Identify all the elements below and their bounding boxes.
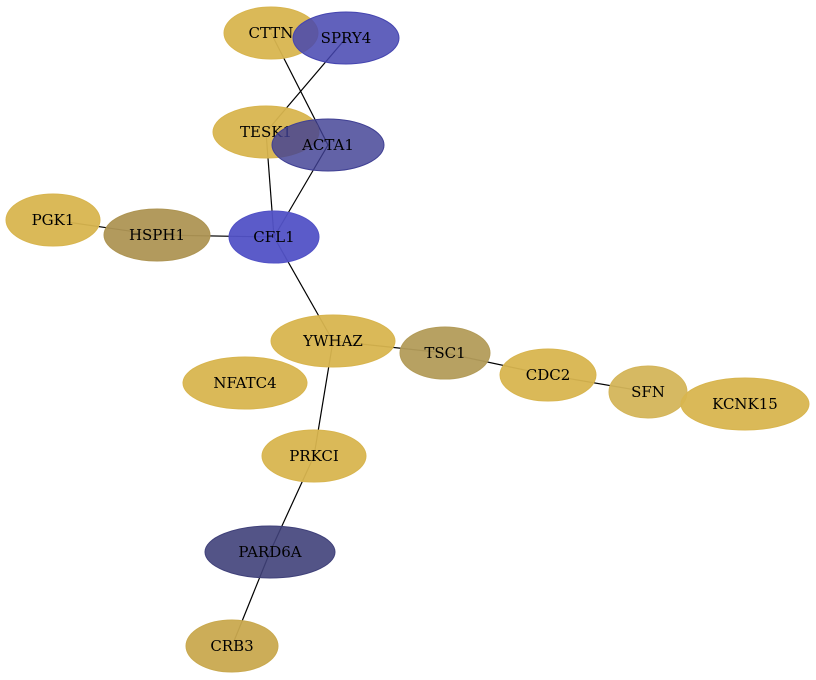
node-label: ACTA1 [301,136,354,154]
node-label: HSPH1 [129,226,185,244]
node-sfn[interactable]: SFN [608,365,688,419]
node-ellipse [292,11,400,65]
node-ellipse [270,314,396,368]
node-label: CTTN [249,24,294,42]
node-crb3[interactable]: CRB3 [185,619,279,673]
node-ellipse [228,210,320,264]
node-ellipse [499,348,597,402]
node-ellipse [182,356,308,410]
node-pgk1[interactable]: PGK1 [5,193,101,247]
node-label: YWHAZ [302,332,363,350]
node-label: PRKCI [289,447,339,465]
node-spry4[interactable]: SPRY4 [292,11,400,65]
node-label: KCNK15 [712,395,778,413]
node-ellipse [185,619,279,673]
node-label: SFN [631,383,665,401]
node-label: NFATC4 [213,374,276,392]
node-nfatc4[interactable]: NFATC4 [182,356,308,410]
node-ellipse [5,193,101,247]
node-ellipse [271,118,385,172]
node-label: TSC1 [424,344,465,362]
node-hsph1[interactable]: HSPH1 [103,208,211,262]
node-label: SPRY4 [321,29,372,47]
node-ellipse [608,365,688,419]
node-label: CRB3 [210,637,253,655]
node-ellipse [204,525,336,579]
node-ellipse [680,377,810,431]
node-label: PARD6A [238,543,301,561]
node-label: CFL1 [253,228,294,246]
node-prkci[interactable]: PRKCI [261,429,367,483]
node-pard6a[interactable]: PARD6A [204,525,336,579]
node-ellipse [399,326,491,380]
node-ellipse [261,429,367,483]
node-cfl1[interactable]: CFL1 [228,210,320,264]
node-cttn[interactable]: CTTN [223,6,319,60]
node-cdc2[interactable]: CDC2 [499,348,597,402]
node-kcnk15[interactable]: KCNK15 [680,377,810,431]
node-acta1[interactable]: ACTA1 [271,118,385,172]
node-tsc1[interactable]: TSC1 [399,326,491,380]
node-label: CDC2 [526,366,571,384]
node-ellipse [103,208,211,262]
node-ywhaz[interactable]: YWHAZ [270,314,396,368]
node-label: PGK1 [32,211,75,229]
